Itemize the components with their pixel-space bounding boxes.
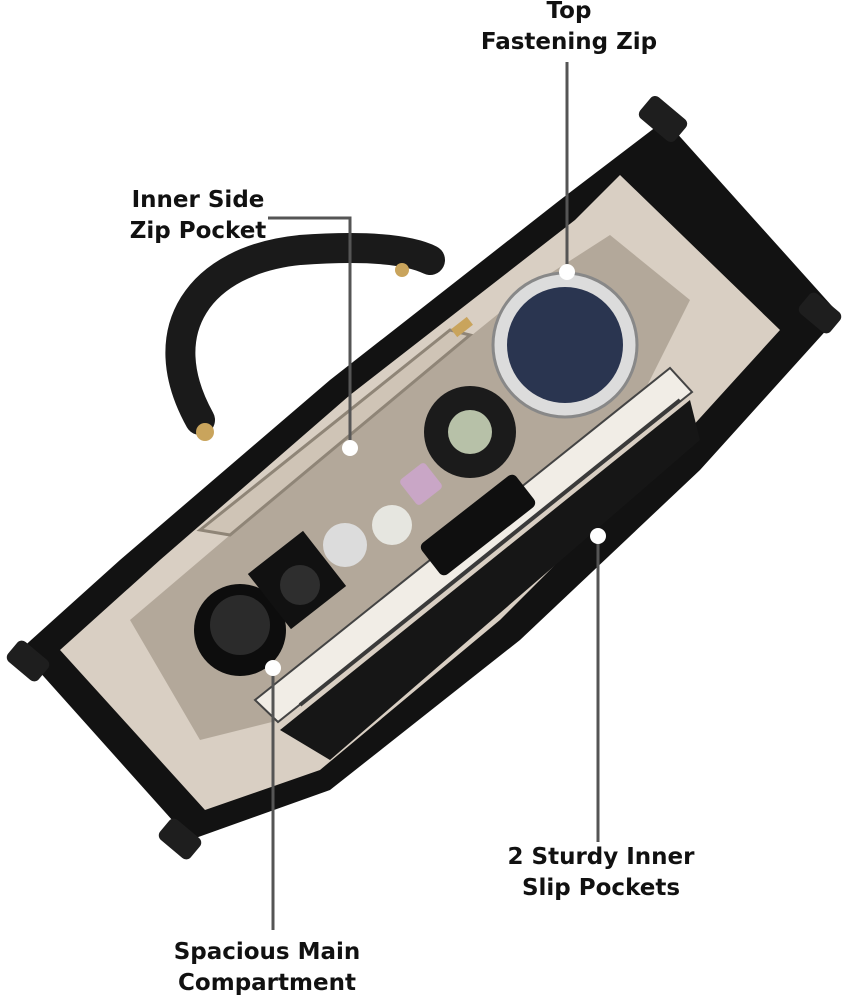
corner-tab-right	[798, 292, 842, 334]
leader-dot-top-zip	[559, 264, 575, 280]
handle-ring-1	[196, 423, 214, 441]
inner-slip-pocket	[280, 400, 700, 760]
leader-lines	[268, 62, 600, 930]
callout-side-pocket-line2: Zip Pocket	[129, 218, 267, 244]
handle-ring-2	[395, 263, 409, 277]
leader-dots	[265, 264, 606, 676]
bag-handle-left	[165, 233, 445, 435]
bottle-cap-2	[372, 505, 412, 545]
corner-tab-left	[6, 640, 50, 682]
callout-inner-slip-pockets: 2 Sturdy Inner Slip Pockets	[496, 842, 706, 904]
callout-top-fastening-zip: Top Fastening Zip	[456, 0, 682, 58]
inner-side-zip-pocket	[196, 328, 474, 537]
callout-slip-pockets-line2: Slip Pockets	[521, 875, 681, 901]
leader-dot-side-pocket	[342, 440, 358, 456]
callout-inner-side-zip-pocket: Inner Side Zip Pocket	[118, 185, 278, 247]
callout-main-line1: Spacious Main	[173, 939, 361, 965]
perfume-bottle	[400, 463, 442, 505]
slip-pocket-zip	[298, 398, 682, 707]
pocket-zip-pull	[451, 316, 473, 338]
corner-tab-top	[638, 95, 688, 143]
corner-tab-bottom	[158, 818, 202, 860]
leader-dot-main	[265, 660, 281, 676]
callout-main-line2: Compartment	[178, 970, 356, 996]
round-organizer-inner	[507, 287, 623, 403]
compact-square-lid	[280, 565, 320, 605]
compact-round-shine	[210, 595, 270, 655]
bottle-cap-1	[323, 523, 367, 567]
sunglasses-case	[420, 474, 536, 576]
callout-top-zip-line2: Fastening Zip	[480, 29, 658, 55]
jar-large-lid	[448, 410, 492, 454]
callout-slip-pockets-line1: 2 Sturdy Inner	[507, 844, 695, 870]
callout-side-pocket-line1: Inner Side	[131, 187, 265, 213]
leader-line-side-pocket	[268, 216, 352, 448]
callout-spacious-main-compartment: Spacious Main Compartment	[152, 937, 382, 999]
leader-dot-slip-pockets	[590, 528, 606, 544]
callout-top-zip-line1: Top	[546, 0, 592, 24]
